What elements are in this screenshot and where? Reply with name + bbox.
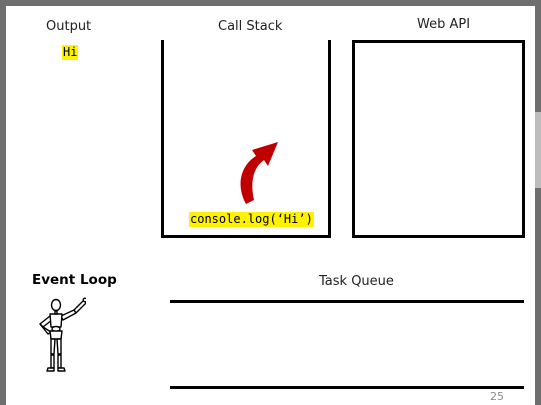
output-value: Hi: [62, 45, 79, 60]
web-api-label: Web API: [417, 17, 471, 32]
task-queue-bottom-line: [170, 386, 524, 389]
web-api-container: [352, 40, 525, 238]
event-loop-label: Event Loop: [32, 272, 117, 288]
call-stack-frame: console.log(‘Hi’): [189, 212, 314, 227]
task-queue-top-line: [170, 300, 524, 303]
scrollbar-thumb[interactable]: [535, 112, 541, 188]
task-queue-label: Task Queue: [319, 274, 394, 289]
call-stack-label: Call Stack: [218, 19, 283, 34]
slide: Output Hi Call Stack console.log(‘Hi’) W…: [6, 6, 535, 405]
output-label: Output: [46, 19, 92, 34]
waving-mannequin-figure: [39, 297, 86, 372]
call-stack-container: [161, 40, 331, 238]
page-number: 25: [490, 390, 504, 403]
curved-arrow-up-right-icon: [240, 142, 278, 204]
